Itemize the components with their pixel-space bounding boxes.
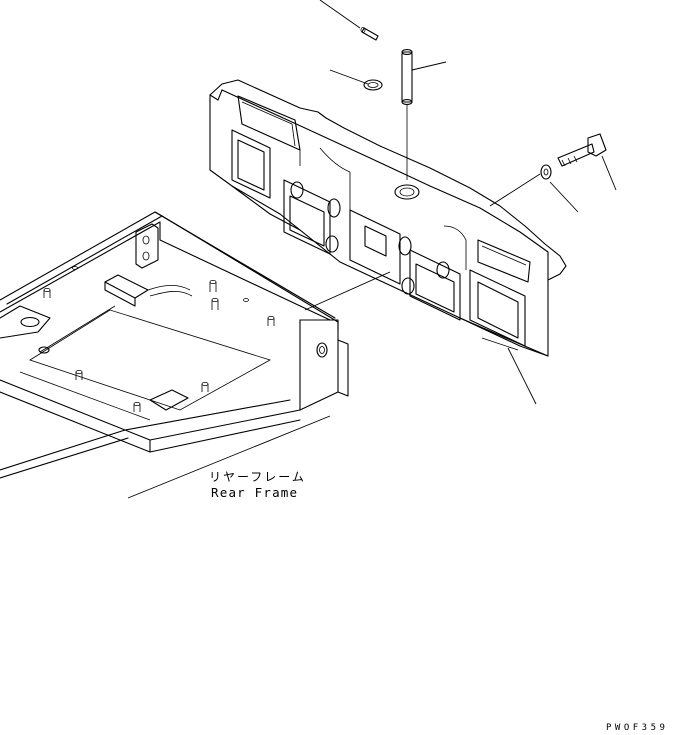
rear-frame-label-jp: リヤーフレーム (209, 470, 306, 484)
lifting-pin (401, 49, 413, 180)
rear-frame (0, 211, 349, 479)
frame-studs (43, 266, 275, 412)
split-pin (360, 27, 379, 41)
drawing-code: PWOF359 (606, 723, 669, 733)
leader-lines (127, 0, 617, 499)
rear-frame-label-en: Rear Frame (211, 485, 299, 500)
bolt (557, 133, 607, 167)
cap (363, 79, 383, 91)
counterweight (209, 79, 567, 357)
washer (540, 164, 552, 180)
